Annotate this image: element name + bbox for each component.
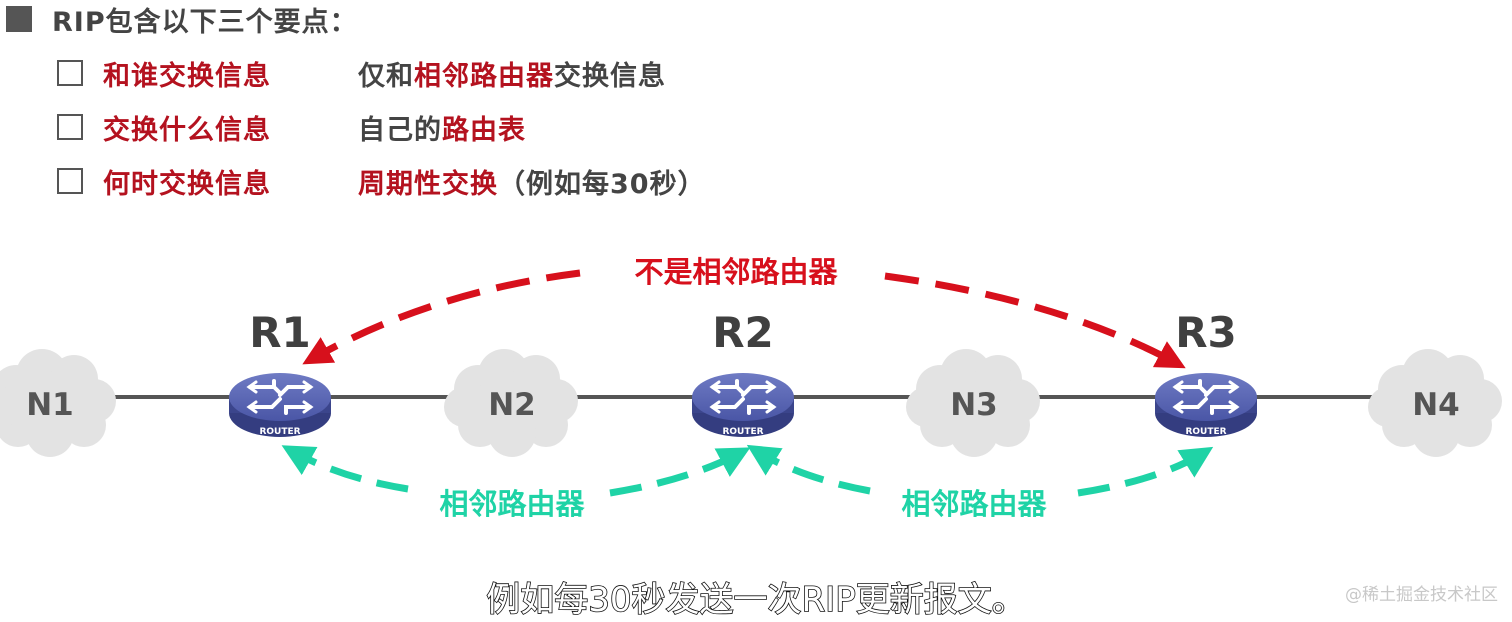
router-badge: ROUTER (259, 427, 300, 437)
router-badge: ROUTER (722, 427, 763, 437)
adjacent-label-right: 相邻路由器 (901, 487, 1047, 521)
network-cloud-n3: N3 (906, 349, 1040, 457)
video-subtitle: 例如每30秒发送一次RIP更新报文。 (485, 579, 1026, 621)
point-answer: 自己的路由表 (358, 108, 526, 147)
router-arrows-icon (709, 379, 777, 415)
point-row-1: 和谁交换信息 仅和相邻路由器交换信息 (57, 53, 666, 93)
answer-part-highlight: 周期性交换 (358, 168, 498, 200)
router-name: R3 (1175, 308, 1237, 357)
header: RIP包含以下三个要点： (0, 0, 358, 38)
non-adjacent-arrow-right (884, 272, 1186, 369)
checkbox-icon (57, 168, 83, 194)
network-cloud-n1: N1 (0, 349, 116, 457)
router-r3: ROUTER (1155, 373, 1257, 437)
network-cloud-n4: N4 (1368, 349, 1502, 457)
bullet-square-icon (6, 6, 32, 32)
point-answer: 仅和相邻路由器交换信息 (358, 54, 666, 93)
adjacent-arrow-r2-left (609, 447, 751, 497)
non-adjacent-label: 不是相邻路由器 (634, 255, 838, 289)
point-answer: 周期性交换（例如每30秒） (358, 162, 706, 201)
checkbox-icon (57, 60, 83, 86)
watermark: @稀土掘金技术社区 (1345, 585, 1498, 605)
answer-part: （例如每30秒） (498, 168, 706, 200)
router-r2: ROUTER (692, 373, 794, 437)
point-row-2: 交换什么信息 自己的路由表 (57, 107, 526, 147)
point-row-3: 何时交换信息 周期性交换（例如每30秒） (57, 161, 706, 201)
checkbox-icon (57, 114, 83, 140)
adjacent-label-left: 相邻路由器 (439, 487, 585, 521)
point-question: 交换什么信息 (103, 114, 271, 146)
answer-part: 交换信息 (554, 60, 666, 92)
network-label: N4 (1412, 387, 1460, 423)
adjacent-arrow-r1 (281, 445, 409, 493)
network-label: N3 (950, 387, 998, 423)
point-question: 何时交换信息 (103, 168, 271, 200)
answer-part: 仅和 (358, 60, 414, 92)
router-name: R1 (249, 308, 311, 357)
non-adjacent-arrow-left (302, 269, 581, 365)
adjacent-arrow-r3 (1077, 446, 1214, 497)
answer-part: 自己的 (358, 114, 442, 146)
header-title: RIP包含以下三个要点： (52, 6, 358, 38)
point-question: 和谁交换信息 (103, 60, 271, 92)
router-name: R2 (712, 308, 774, 357)
network-cloud-n2: N2 (444, 349, 578, 457)
adjacent-arrow-r2-right (746, 444, 871, 495)
answer-part-highlight: 路由表 (442, 114, 526, 146)
router-arrows-icon (1172, 379, 1240, 415)
router-arrows-icon (246, 379, 314, 415)
network-label: N1 (26, 387, 74, 423)
router-badge: ROUTER (1185, 427, 1226, 437)
router-r1: ROUTER (229, 373, 331, 437)
answer-part-highlight: 相邻路由器 (414, 60, 554, 92)
network-label: N2 (488, 387, 536, 423)
